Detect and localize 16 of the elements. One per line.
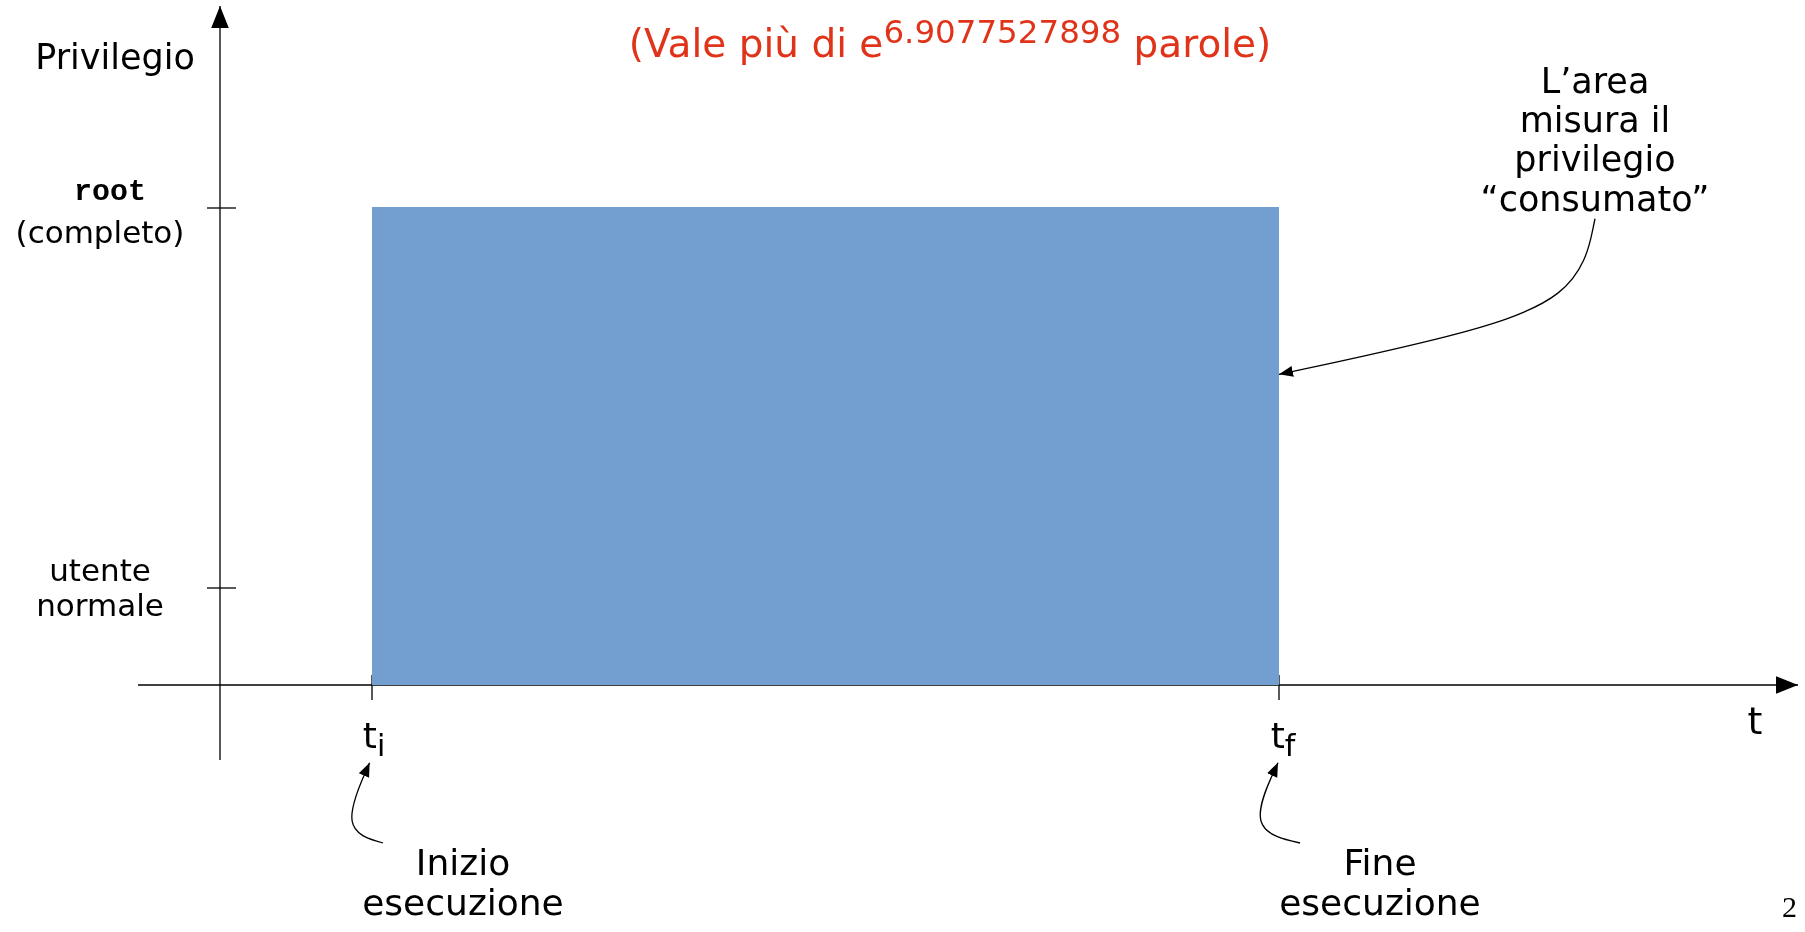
annotation-text: L’area misura il privilegio “consumato” — [1480, 62, 1710, 219]
time-label: t$_{f}$ — [1258, 716, 1308, 763]
subtitle: (Vale più di e$^{6.9077527898}$ parole) — [627, 14, 1273, 66]
area-block — [372, 207, 1279, 685]
leader-arrow — [1278, 218, 1596, 377]
axis-label: t — [1746, 700, 1764, 743]
time-label: t$_{i}$ — [352, 716, 396, 763]
tick-label: utente normale — [35, 553, 165, 623]
leader-arrow — [1259, 762, 1301, 844]
tick-label: root — [73, 176, 147, 210]
page-number: 2 — [1782, 890, 1798, 924]
axis-label: Privilegio — [34, 38, 196, 78]
leader-arrow — [351, 762, 384, 844]
annotation-text: Fine esecuzione — [1255, 843, 1505, 924]
tick-label: (completo) — [14, 215, 186, 250]
annotation-text: Inizio esecuzione — [338, 843, 588, 924]
